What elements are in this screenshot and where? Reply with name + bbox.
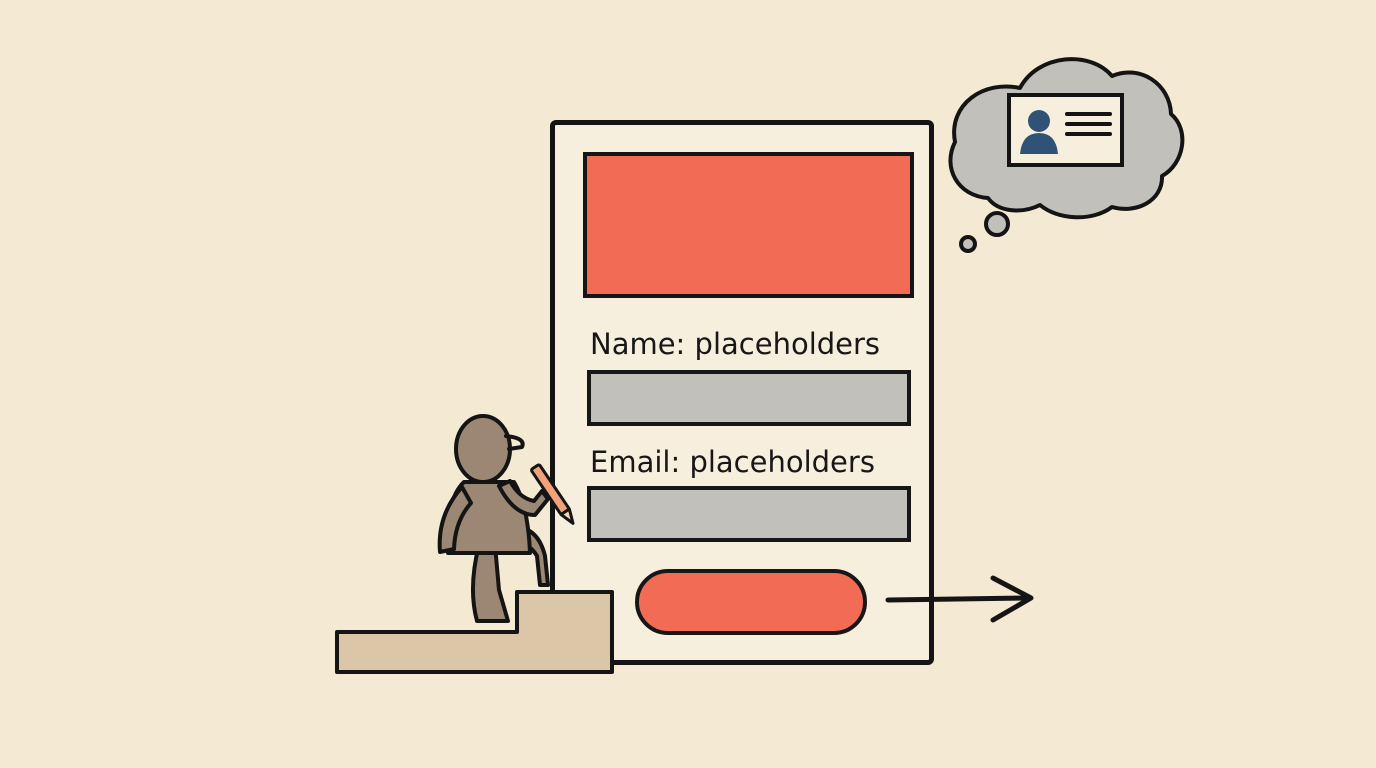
email-input[interactable] bbox=[587, 486, 911, 542]
thought-bubble-dot-large bbox=[984, 211, 1010, 237]
person-nose bbox=[504, 434, 525, 451]
form-header-banner bbox=[583, 152, 914, 298]
name-input[interactable] bbox=[587, 370, 911, 426]
contact-card-avatar-body bbox=[1020, 133, 1058, 154]
thought-bubble-dot-small bbox=[959, 235, 977, 253]
person-body bbox=[445, 480, 532, 555]
thought-bubble-cloud bbox=[948, 57, 1185, 220]
thought-bubble-icon bbox=[948, 57, 1185, 253]
contact-card-icon bbox=[1007, 93, 1124, 167]
email-label: Email: placeholders bbox=[590, 445, 875, 479]
person-front-leg bbox=[484, 525, 550, 587]
contact-card-frame bbox=[1007, 93, 1124, 167]
person-head bbox=[454, 414, 512, 484]
person-left-arm bbox=[437, 485, 473, 554]
arrow-head bbox=[990, 575, 1034, 623]
person-right-arm bbox=[497, 479, 550, 517]
name-label: Name: placeholders bbox=[590, 327, 881, 361]
contact-card-avatar-head bbox=[1028, 110, 1050, 132]
person-back-leg bbox=[470, 543, 510, 623]
person-figure bbox=[437, 414, 550, 623]
form-card: Name: placeholders Email: placeholders bbox=[550, 120, 934, 665]
submit-button[interactable] bbox=[635, 569, 867, 635]
